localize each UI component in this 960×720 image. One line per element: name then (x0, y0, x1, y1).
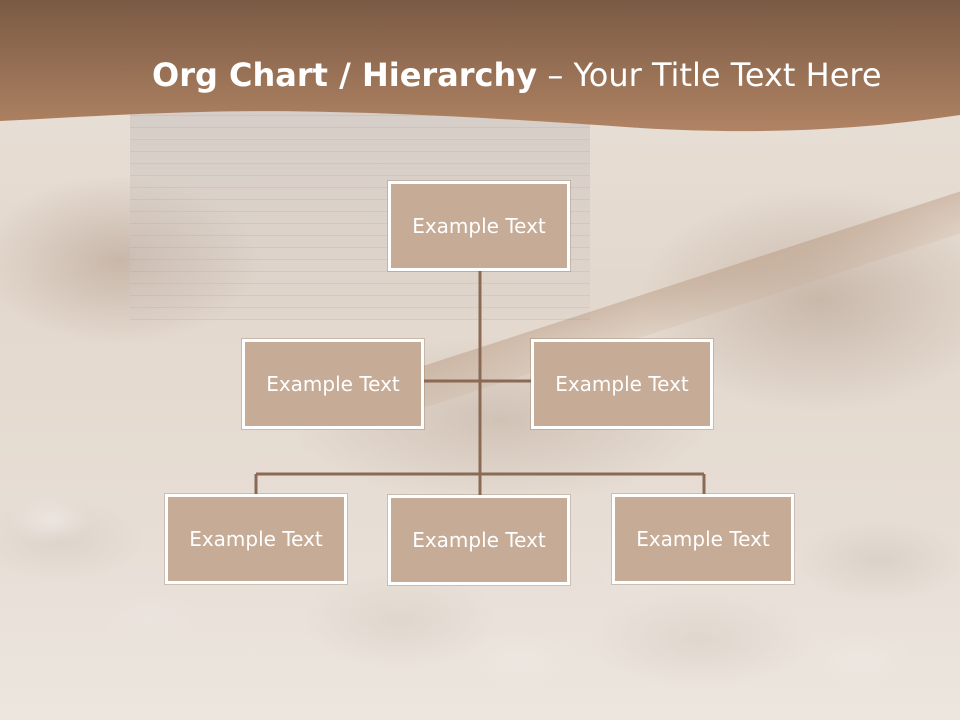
org-node-label: Example Text (636, 527, 770, 551)
org-node-label: Example Text (412, 214, 546, 238)
org-node-child-3[interactable]: Example Text (612, 494, 794, 584)
org-node-label: Example Text (555, 372, 689, 396)
org-node-assistant-left[interactable]: Example Text (242, 339, 424, 429)
org-node-label: Example Text (189, 527, 323, 551)
org-node-label: Example Text (266, 372, 400, 396)
slide-title-rest: Your Title Text Here (573, 56, 882, 94)
slide-title-dash: – (537, 56, 574, 94)
org-node-label: Example Text (412, 528, 546, 552)
header-band (0, 0, 960, 132)
slide-title-bold: Org Chart / Hierarchy (152, 56, 538, 94)
org-node-child-1[interactable]: Example Text (165, 494, 347, 584)
slide-title: Org Chart / Hierarchy – Your Title Text … (152, 52, 942, 98)
org-node-root[interactable]: Example Text (388, 181, 570, 271)
org-node-child-2[interactable]: Example Text (388, 495, 570, 585)
org-node-assistant-right[interactable]: Example Text (531, 339, 713, 429)
